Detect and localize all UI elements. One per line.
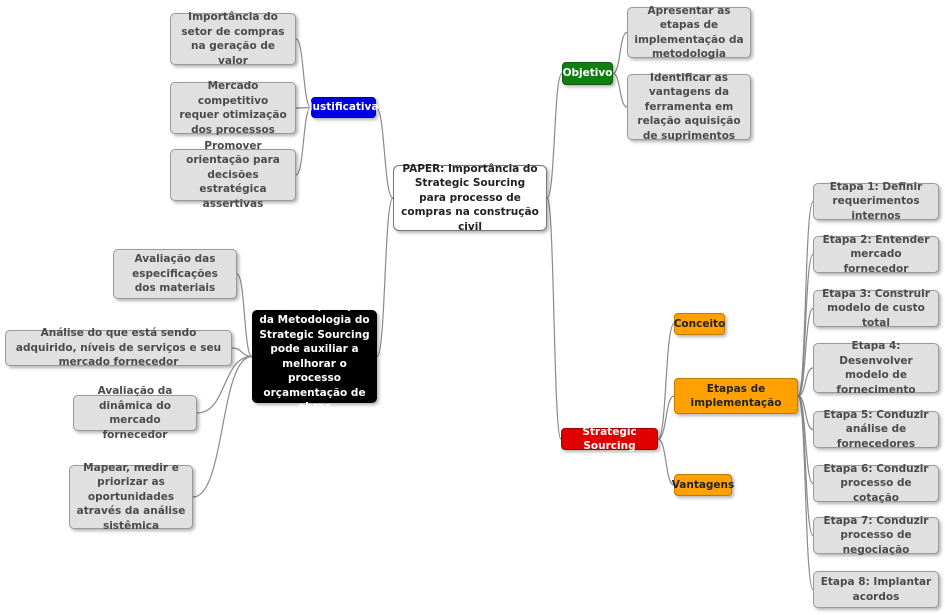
connector-branch-justificativa-justificativa-item-2	[295, 106, 312, 109]
etapa-4[interactable]: Etapa 4: Desenvolver modelo de fornecime…	[813, 340, 939, 396]
connector-subtopic-etapas-etapa-7	[797, 395, 814, 537]
connector-branch-strategic-sourcing-subtopic-conceito	[657, 323, 675, 440]
etapa-6[interactable]: Etapa 6: Conduzir processo de cotação	[813, 463, 939, 504]
branch-objetivo[interactable]: Objetivo	[562, 62, 613, 85]
connector-subtopic-etapas-etapa-2	[797, 253, 814, 397]
etapa-2[interactable]: Etapa 2: Entender mercado fornecedor	[813, 234, 939, 275]
central-topic[interactable]: PAPER: Importância do Strategic Sourcing…	[393, 163, 547, 233]
connector-branch-questao-questao-item-1	[236, 273, 253, 358]
connector-branch-strategic-sourcing-subtopic-etapas	[657, 395, 675, 440]
justificativa-item-2[interactable]: Mercado competitivo requer otimização do…	[170, 80, 296, 136]
connector-branch-justificativa-justificativa-item-1	[295, 38, 312, 109]
branch-justificativa[interactable]: Justificativa	[309, 97, 378, 118]
etapa-8[interactable]: Etapa 8: Implantar acordos	[813, 571, 939, 608]
etapa-5[interactable]: Etapa 5: Conduzir análise de fornecedore…	[813, 409, 939, 450]
objetivo-item-1[interactable]: Apresentar as etapas de implementação da…	[627, 5, 751, 60]
subtopic-vantagens[interactable]: Vantagens	[672, 474, 734, 496]
etapa-1[interactable]: Etapa 1: Definir requerimentos internos	[813, 181, 939, 222]
objetivo-item-2[interactable]: Identificar as vantagens da ferramenta e…	[627, 72, 751, 142]
justificativa-item-1[interactable]: Importância do setor de compras na geraç…	[170, 11, 296, 67]
connector-central-topic-branch-questao	[376, 197, 394, 358]
connector-branch-justificativa-justificativa-item-3	[295, 106, 312, 176]
connector-subtopic-etapas-etapa-3	[797, 307, 814, 397]
connector-central-topic-branch-justificativa	[375, 106, 394, 199]
branch-questao[interactable]: Como a aplicação da Metodologia do Strat…	[252, 300, 377, 413]
connector-branch-objetivo-objetivo-item-2	[612, 72, 628, 108]
questao-item-4[interactable]: Mapear, medir e priorizar as oportunidad…	[69, 462, 193, 532]
connector-branch-questao-questao-item-4	[192, 355, 253, 498]
etapa-7[interactable]: Etapa 7: Conduzir processo de negociação	[813, 515, 939, 556]
justificativa-item-3[interactable]: Promover orientação para decisões estrat…	[170, 140, 296, 210]
connector-subtopic-etapas-etapa-1	[797, 200, 814, 397]
connector-branch-objetivo-objetivo-item-1	[612, 31, 628, 75]
questao-item-2[interactable]: Análise do que está sendo adquirido, nív…	[5, 327, 232, 368]
subtopic-conceito[interactable]: Conceito	[674, 313, 725, 335]
connector-central-topic-branch-objetivo	[546, 72, 563, 199]
etapa-3[interactable]: Etapa 3: Construir modelo de custo total	[813, 288, 939, 329]
subtopic-etapas[interactable]: Etapas de implementação	[674, 378, 798, 414]
connector-subtopic-etapas-etapa-8	[797, 395, 814, 591]
questao-item-1[interactable]: Avaliação das especificações dos materia…	[113, 249, 237, 299]
connector-subtopic-etapas-etapa-4	[797, 367, 814, 397]
branch-strategic-sourcing[interactable]: Strategic Sourcing	[561, 426, 658, 452]
connector-branch-strategic-sourcing-subtopic-vantagens	[657, 438, 675, 486]
connector-branch-questao-questao-item-3	[196, 355, 253, 414]
questao-item-3[interactable]: Avaliação da dinâmica do mercado fornece…	[73, 385, 197, 441]
connector-central-topic-branch-strategic-sourcing	[546, 197, 562, 440]
